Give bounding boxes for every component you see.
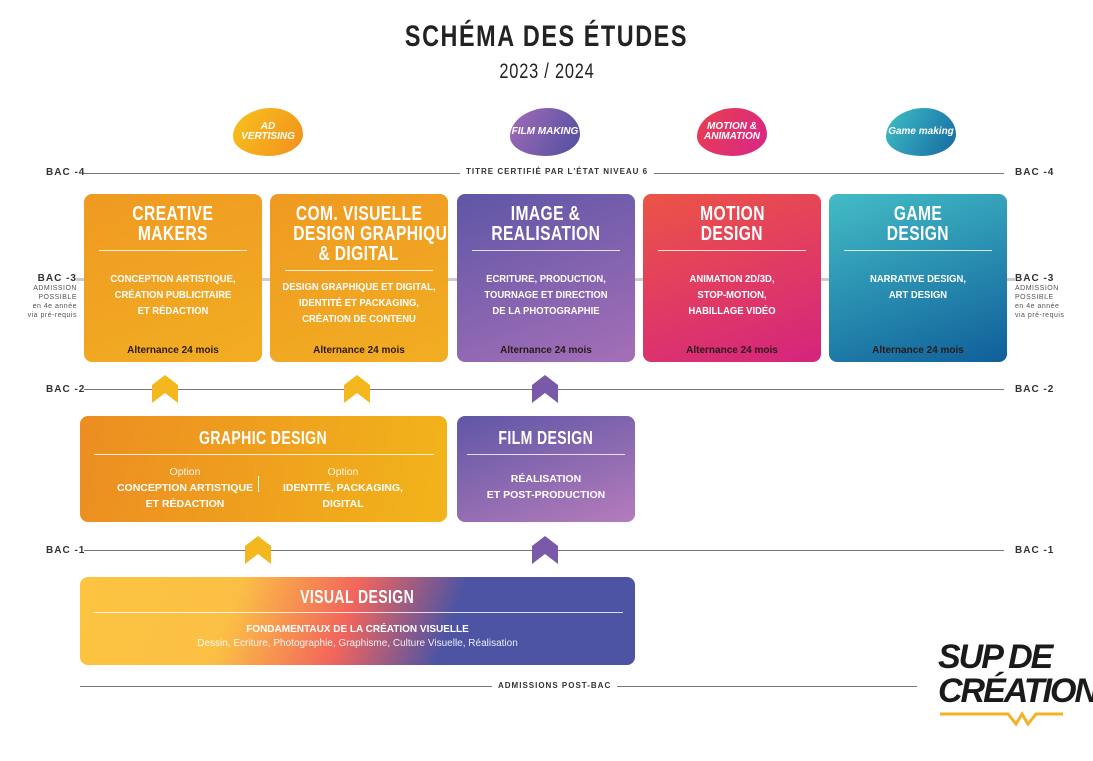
program-card-com-visuelle[interactable]: COM. VISUELLE DESIGN GRAPHIQUE & DIGITAL… xyxy=(270,194,458,362)
logo-underline-icon xyxy=(940,711,1063,727)
badge-filmmaking: FILM MAKING xyxy=(510,108,580,156)
bac2-left-label: BAC -2 xyxy=(46,384,86,395)
up-chevron-icon xyxy=(245,536,271,564)
alternance-label: Alternance 24 mois xyxy=(500,345,592,356)
badge-game-making: Game making xyxy=(886,108,956,156)
page-title: SCHÉMA DES ÉTUDES xyxy=(404,20,689,53)
badge-advertising: AD VERTISING xyxy=(233,108,303,156)
connector xyxy=(1006,278,1016,281)
visual-design-card[interactable]: VISUAL DESIGN FONDAMENTAUX DE LA CRÉATIO… xyxy=(80,577,635,665)
graphic-design-card[interactable]: GRAPHIC DESIGN Option CONCEPTION ARTISTI… xyxy=(80,416,447,522)
program-card-game-design[interactable]: GAME DESIGN NARRATIVE DESIGN,ART DESIGN … xyxy=(829,194,1007,362)
bac4-right-label: BAC -4 xyxy=(1015,167,1055,178)
alternance-label: Alternance 24 mois xyxy=(127,345,219,356)
alternance-label: Alternance 24 mois xyxy=(313,345,405,356)
badge-motion-animation: MOTION & ANIMATION xyxy=(697,108,767,156)
alternance-label: Alternance 24 mois xyxy=(686,345,778,356)
connector xyxy=(447,278,457,281)
program-card-image-realisation[interactable]: IMAGE & REALISATION ECRITURE, PRODUCTION… xyxy=(457,194,635,362)
bac4-left-label: BAC -4 xyxy=(46,167,86,178)
connector xyxy=(261,278,271,281)
program-card-motion-design[interactable]: MOTION DESIGN ANIMATION 2D/3D,STOP-MOTIO… xyxy=(643,194,821,362)
connector xyxy=(634,278,644,281)
postbac-label: ADMISSIONS POST-BAC xyxy=(492,681,618,690)
up-chevron-icon xyxy=(532,536,558,564)
option-identite: Option IDENTITÉ, PACKAGING,DIGITAL xyxy=(283,466,403,510)
alternance-label: Alternance 24 mois xyxy=(872,345,964,356)
connector xyxy=(76,278,86,281)
divider xyxy=(258,476,259,492)
bac2-right-label: BAC -2 xyxy=(1015,384,1055,395)
supdecreation-logo: SUP DE CRÉATION xyxy=(938,640,1093,740)
bac1-left-label: BAC -1 xyxy=(46,545,86,556)
bac1-right-label: BAC -1 xyxy=(1015,545,1055,556)
up-chevron-icon xyxy=(152,375,178,403)
up-chevron-icon xyxy=(344,375,370,403)
film-design-card[interactable]: FILM DESIGN RÉALISATION ET POST-PRODUCTI… xyxy=(457,416,635,522)
year-label: 2023 / 2024 xyxy=(498,60,595,83)
program-card-creative-makers[interactable]: CREATIVE MAKERS CONCEPTION ARTISTIQUE,CR… xyxy=(84,194,262,362)
connector xyxy=(820,278,830,281)
bac4-center-label: TITRE CERTIFIÉ PAR L'ÉTAT NIVEAU 6 xyxy=(460,167,655,176)
up-chevron-icon xyxy=(532,375,558,403)
